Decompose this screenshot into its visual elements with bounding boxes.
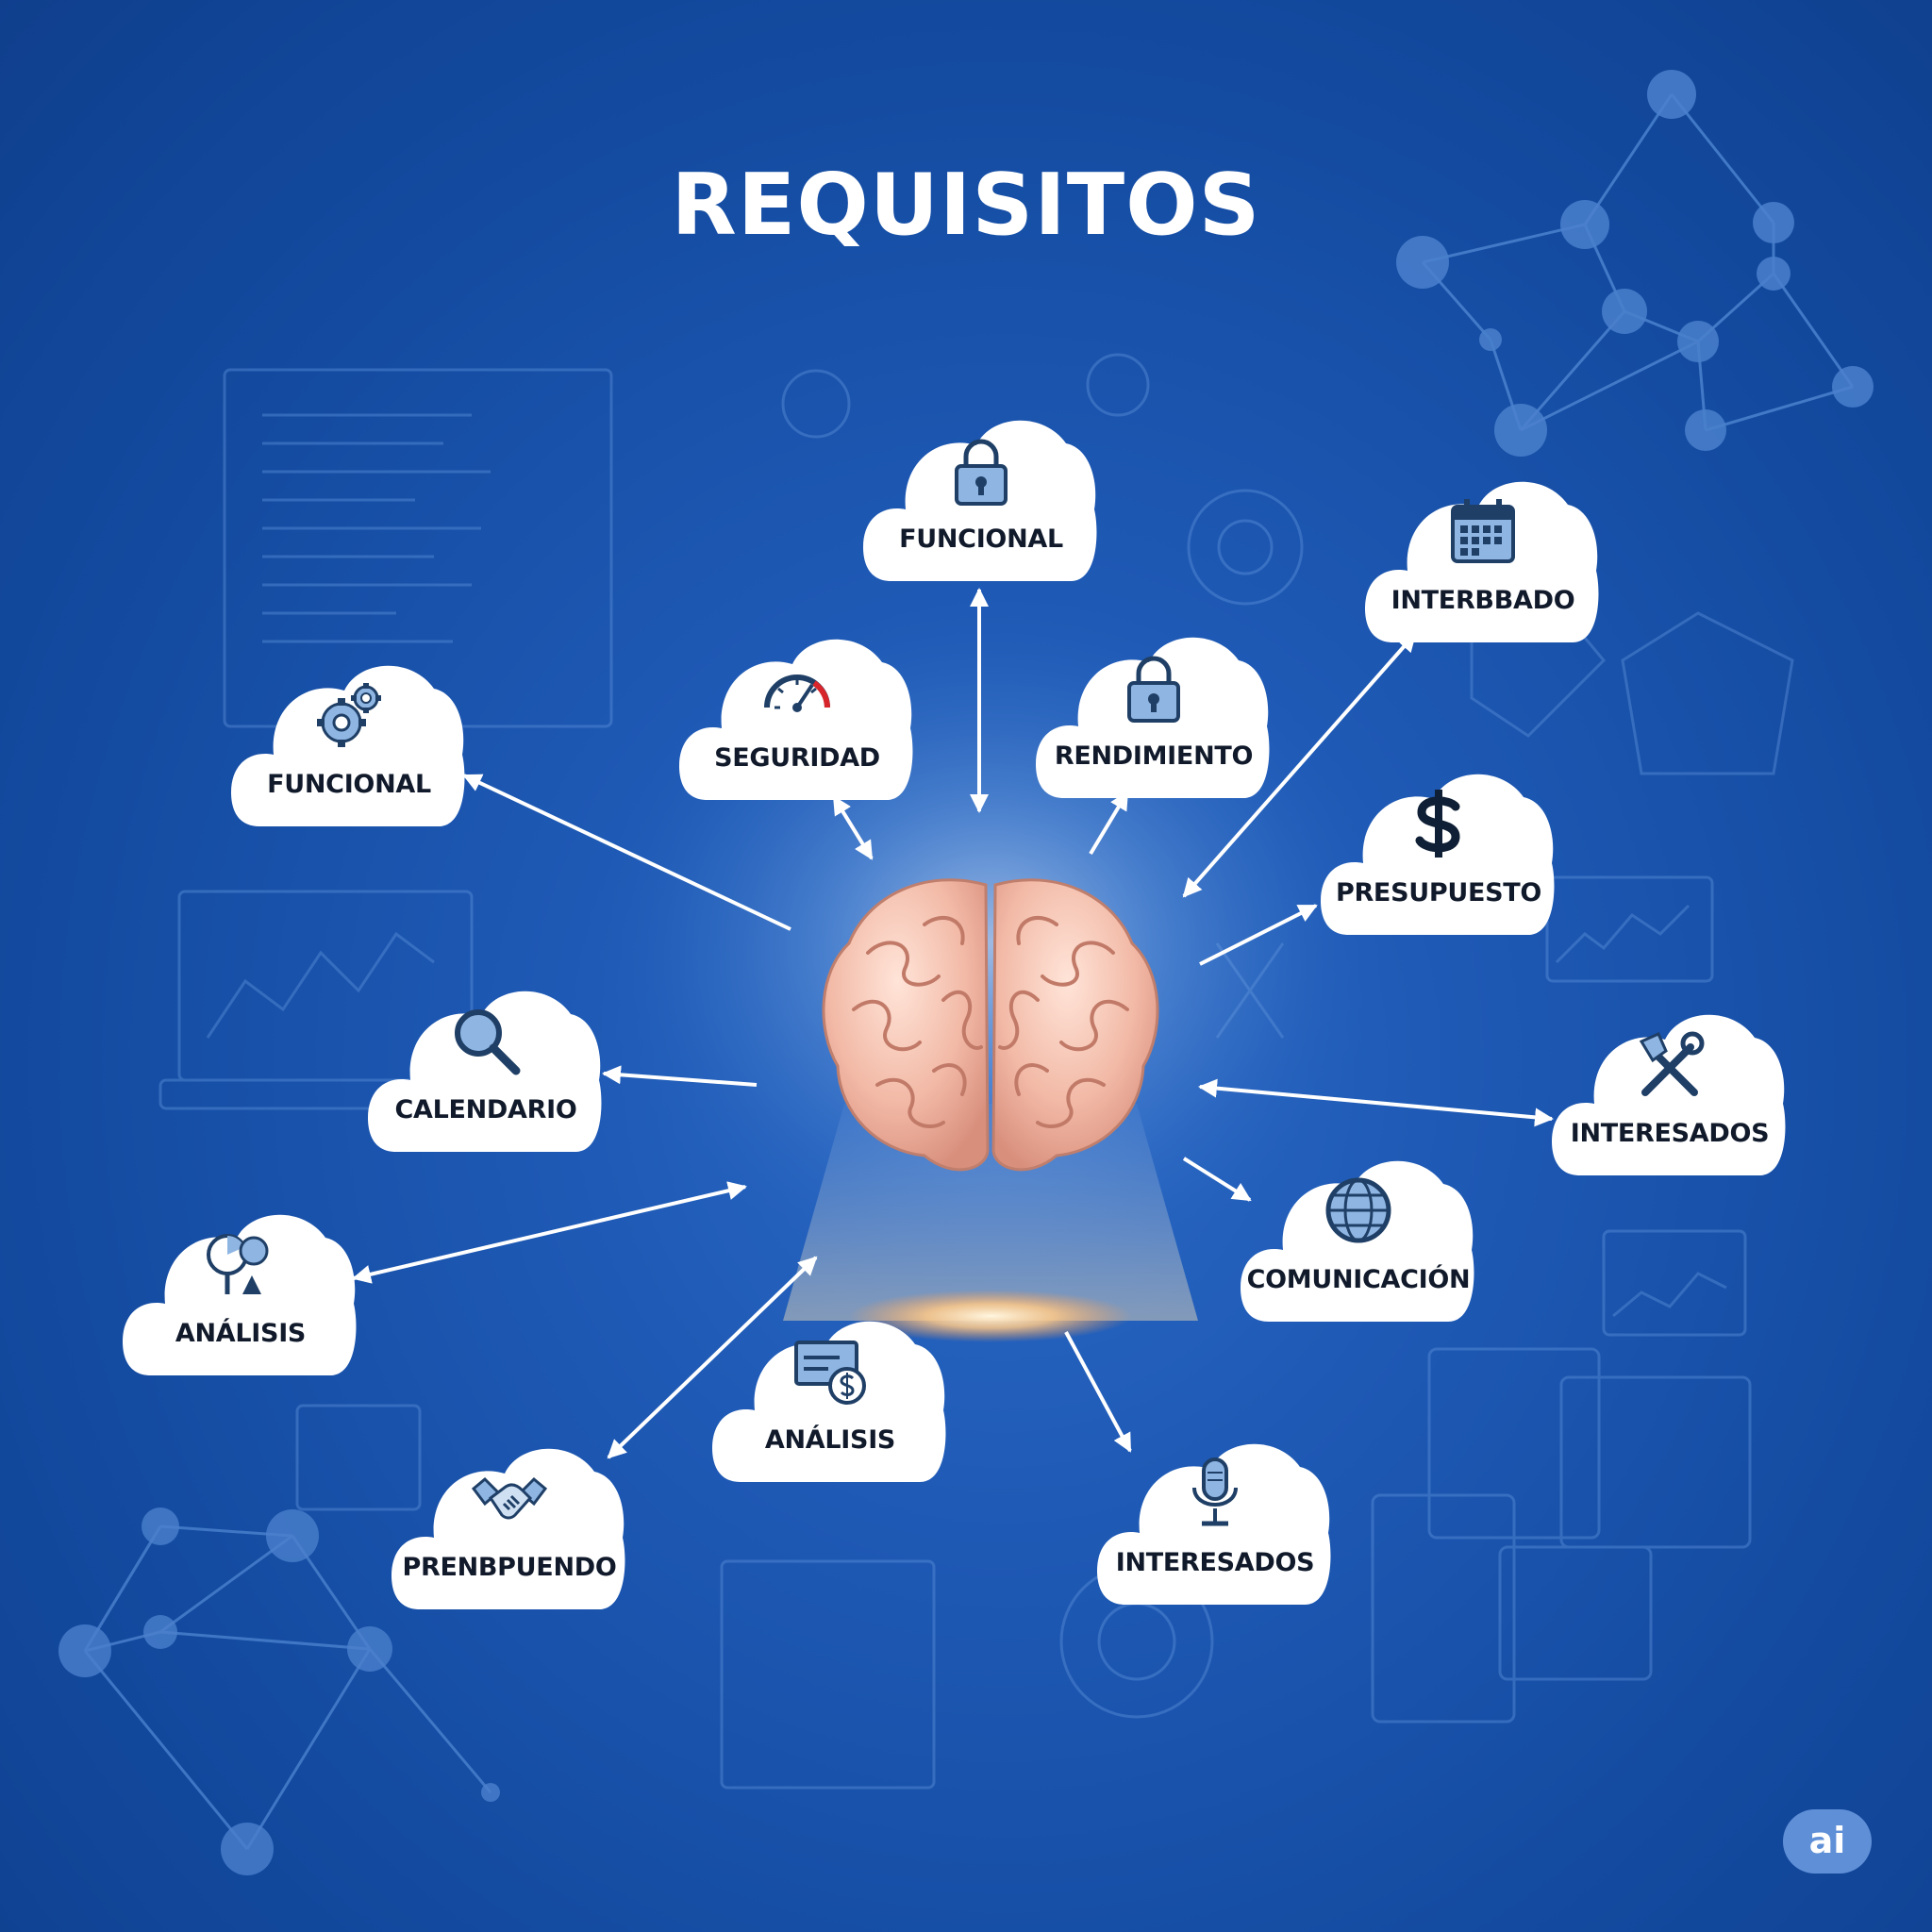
- node-label: ANÁLISIS: [764, 1425, 896, 1455]
- brand-logo: ai: [1783, 1809, 1872, 1874]
- node-label: INTERESADOS: [1115, 1548, 1315, 1577]
- node-calendario: CALENDARIO: [368, 976, 604, 1156]
- network-top-right-nodes: [1396, 70, 1874, 457]
- cloud-shape: [368, 991, 602, 1152]
- gauge-icon: [764, 675, 830, 712]
- node-label: PRESUPUESTO: [1335, 878, 1542, 908]
- arrow-presupuesto: [1199, 904, 1318, 966]
- light-disc: [849, 1290, 1132, 1342]
- arrow-calendario: [602, 1065, 758, 1087]
- background-sketches: [158, 353, 1794, 1790]
- padlock-icon: [955, 439, 1008, 506]
- node-label: INTERBBADO: [1391, 586, 1575, 615]
- node-interbbado: INTERBBADO: [1365, 467, 1601, 646]
- node-label: ANÁLISIS: [175, 1319, 307, 1348]
- analysis-icon: [207, 1234, 269, 1294]
- globe-icon: [1325, 1177, 1391, 1243]
- tools-icon: [1639, 1031, 1705, 1096]
- network-bottom-left-nodes: [58, 1507, 500, 1875]
- light-beam: [783, 1104, 1198, 1321]
- arrow-analisis-left: [352, 1181, 747, 1284]
- arrow-comunicacion: [1182, 1157, 1252, 1202]
- arrow-seguridad: [832, 795, 874, 860]
- node-label: FUNCIONAL: [267, 770, 431, 799]
- arrow-interesados-right: [1198, 1078, 1554, 1127]
- gears-icon: [317, 683, 381, 747]
- node-rendimiento: RENDIMIENTO: [1036, 623, 1272, 802]
- node-label: CALENDARIO: [394, 1095, 577, 1124]
- node-label: RENDIMIENTO: [1054, 741, 1254, 771]
- node-interesados-right: INTERESADOS: [1552, 1000, 1788, 1179]
- node-analisis-bottom: ANÁLISIS: [712, 1307, 948, 1486]
- handshake-icon: [472, 1476, 547, 1520]
- node-label: SEGURIDAD: [714, 743, 880, 773]
- node-label: FUNCIONAL: [899, 525, 1063, 554]
- arrow-prenbpuendo: [607, 1256, 818, 1459]
- dollar-icon: [1415, 790, 1460, 858]
- node-label: COMUNICACIÓN: [1246, 1265, 1471, 1294]
- node-funcional-top: FUNCIONAL: [863, 406, 1099, 585]
- cloud-shape: [391, 1448, 625, 1609]
- page-title: REQUISITOS: [671, 156, 1261, 255]
- node-presupuesto: PRESUPUESTO: [1321, 759, 1557, 939]
- node-label: INTERESADOS: [1570, 1119, 1770, 1148]
- calendar-icon: [1451, 499, 1515, 563]
- cloud-shape: [123, 1214, 357, 1375]
- node-label: PRENBPUENDO: [402, 1553, 617, 1582]
- microphone-icon: [1192, 1457, 1238, 1526]
- node-analisis-left: ANÁLISIS: [123, 1200, 358, 1379]
- cloud-shape: [1552, 1014, 1786, 1175]
- node-interesados-bottom: INTERESADOS: [1097, 1429, 1333, 1608]
- magnifier-icon: [455, 1009, 521, 1075]
- cloud-shape: [231, 665, 465, 826]
- cloud-shape: [712, 1321, 946, 1482]
- padlock-icon: [1127, 656, 1180, 723]
- money-card-icon: [794, 1341, 866, 1405]
- brain-icon: [822, 878, 1159, 1172]
- arrow-funcional-left: [462, 774, 791, 931]
- arrow-interesados-bottom: [1064, 1331, 1132, 1453]
- cloud-shape: [679, 639, 913, 800]
- node-prenbpuendo: PRENBPUENDO: [391, 1434, 627, 1613]
- arrow-rendimiento: [1089, 791, 1129, 856]
- arrow-interbbado: [1182, 632, 1417, 898]
- node-comunicacion: COMUNICACIÓN: [1241, 1146, 1476, 1325]
- node-funcional-left: FUNCIONAL: [231, 651, 467, 830]
- node-seguridad: SEGURIDAD: [679, 625, 915, 804]
